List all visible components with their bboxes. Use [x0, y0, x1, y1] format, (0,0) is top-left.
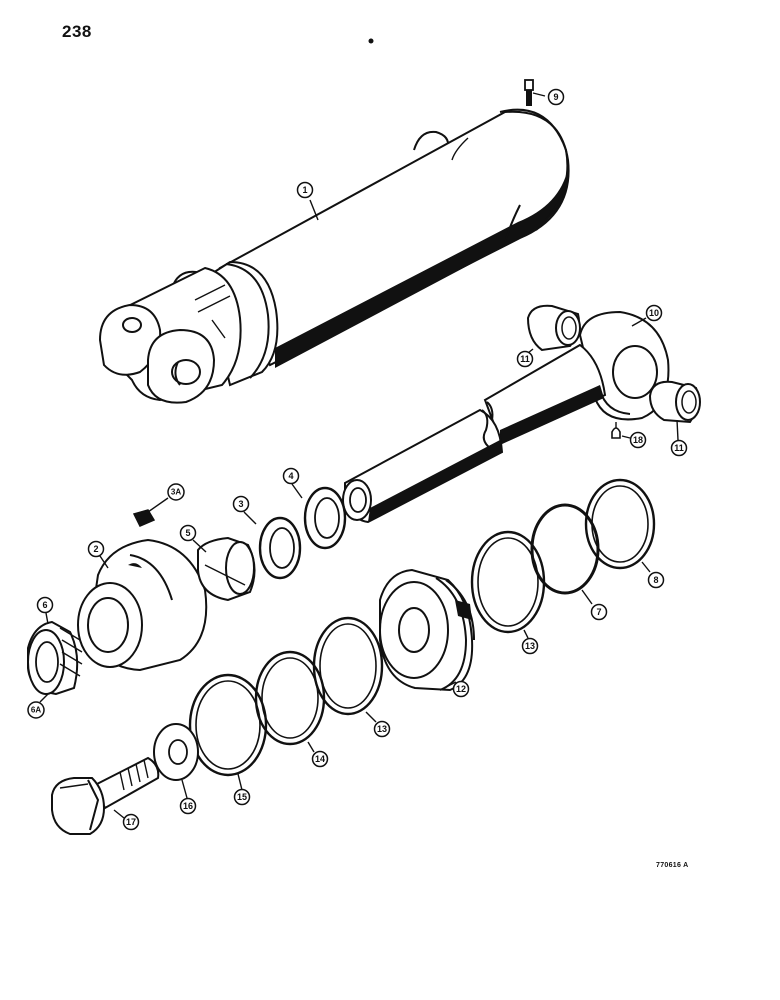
svg-text:11: 11 — [520, 354, 530, 364]
registration-mark — [368, 38, 374, 44]
svg-text:10: 10 — [649, 308, 659, 318]
svg-text:15: 15 — [237, 792, 247, 802]
page-number: 238 — [62, 22, 92, 41]
svg-text:13: 13 — [377, 724, 387, 734]
ring-part-14 — [254, 650, 326, 746]
plug-part-3a — [132, 509, 156, 527]
callout-9: 9 — [532, 88, 565, 106]
callout-4: 4 — [282, 467, 303, 499]
ring-part-8 — [584, 478, 656, 570]
svg-text:1: 1 — [302, 185, 307, 195]
callout-8: 8 — [641, 561, 665, 589]
svg-text:18: 18 — [633, 435, 643, 445]
nut-part-6 — [27, 620, 83, 696]
callout-13-upper: 13 — [521, 629, 539, 655]
bushing-part-11-upper — [526, 304, 581, 352]
callout-5: 5 — [179, 524, 207, 553]
grease-fitting-part-18 — [611, 422, 621, 439]
svg-text:8: 8 — [653, 575, 658, 585]
callout-16: 16 — [179, 779, 197, 815]
svg-text:5: 5 — [185, 528, 190, 538]
wiper-part-4 — [303, 486, 347, 550]
callout-17: 17 — [113, 809, 140, 831]
callout-7: 7 — [581, 589, 608, 621]
callout-15: 15 — [233, 773, 251, 806]
ring-part-15 — [188, 673, 268, 777]
piston-rod — [342, 310, 670, 524]
callout-3a: 3A — [147, 483, 185, 513]
svg-text:2: 2 — [93, 544, 98, 554]
callout-2: 2 — [87, 540, 109, 569]
callout-12: 12 — [447, 680, 470, 698]
gland-part-2 — [77, 538, 208, 672]
callout-1: 1 — [296, 181, 319, 221]
o-ring-part-7 — [530, 503, 600, 595]
callout-11-lower: 11 — [670, 419, 688, 457]
bushing-part-11-lower — [648, 380, 701, 424]
wear-ring-part-5 — [197, 536, 256, 602]
callout-14: 14 — [307, 741, 329, 768]
set-screw-part-9 — [524, 79, 534, 106]
callout-6: 6 — [36, 596, 54, 625]
callout-6a: 6A — [27, 693, 49, 719]
svg-text:7: 7 — [596, 607, 601, 617]
svg-text:14: 14 — [315, 754, 325, 764]
seal-part-3 — [258, 516, 302, 580]
svg-text:3A: 3A — [171, 488, 181, 497]
bolt-part-17 — [51, 756, 160, 835]
piston-part-12 — [379, 568, 475, 692]
callout-18: 18 — [621, 431, 647, 449]
svg-text:9: 9 — [553, 92, 558, 102]
cylinder-tube — [98, 108, 570, 404]
callout-10: 10 — [631, 304, 663, 327]
svg-text:11: 11 — [674, 443, 684, 453]
svg-text:3: 3 — [238, 499, 243, 509]
svg-text:4: 4 — [288, 471, 293, 481]
callout-13-lower: 13 — [365, 711, 391, 738]
callout-11-upper: 11 — [516, 348, 534, 368]
figure-code: 770616 A — [656, 862, 689, 869]
svg-text:13: 13 — [525, 641, 535, 651]
svg-text:12: 12 — [456, 684, 466, 694]
washer-part-16 — [153, 723, 199, 781]
svg-text:6A: 6A — [31, 706, 41, 715]
svg-text:17: 17 — [126, 817, 136, 827]
svg-text:16: 16 — [183, 801, 193, 811]
svg-text:6: 6 — [42, 600, 47, 610]
callout-3: 3 — [232, 495, 257, 525]
